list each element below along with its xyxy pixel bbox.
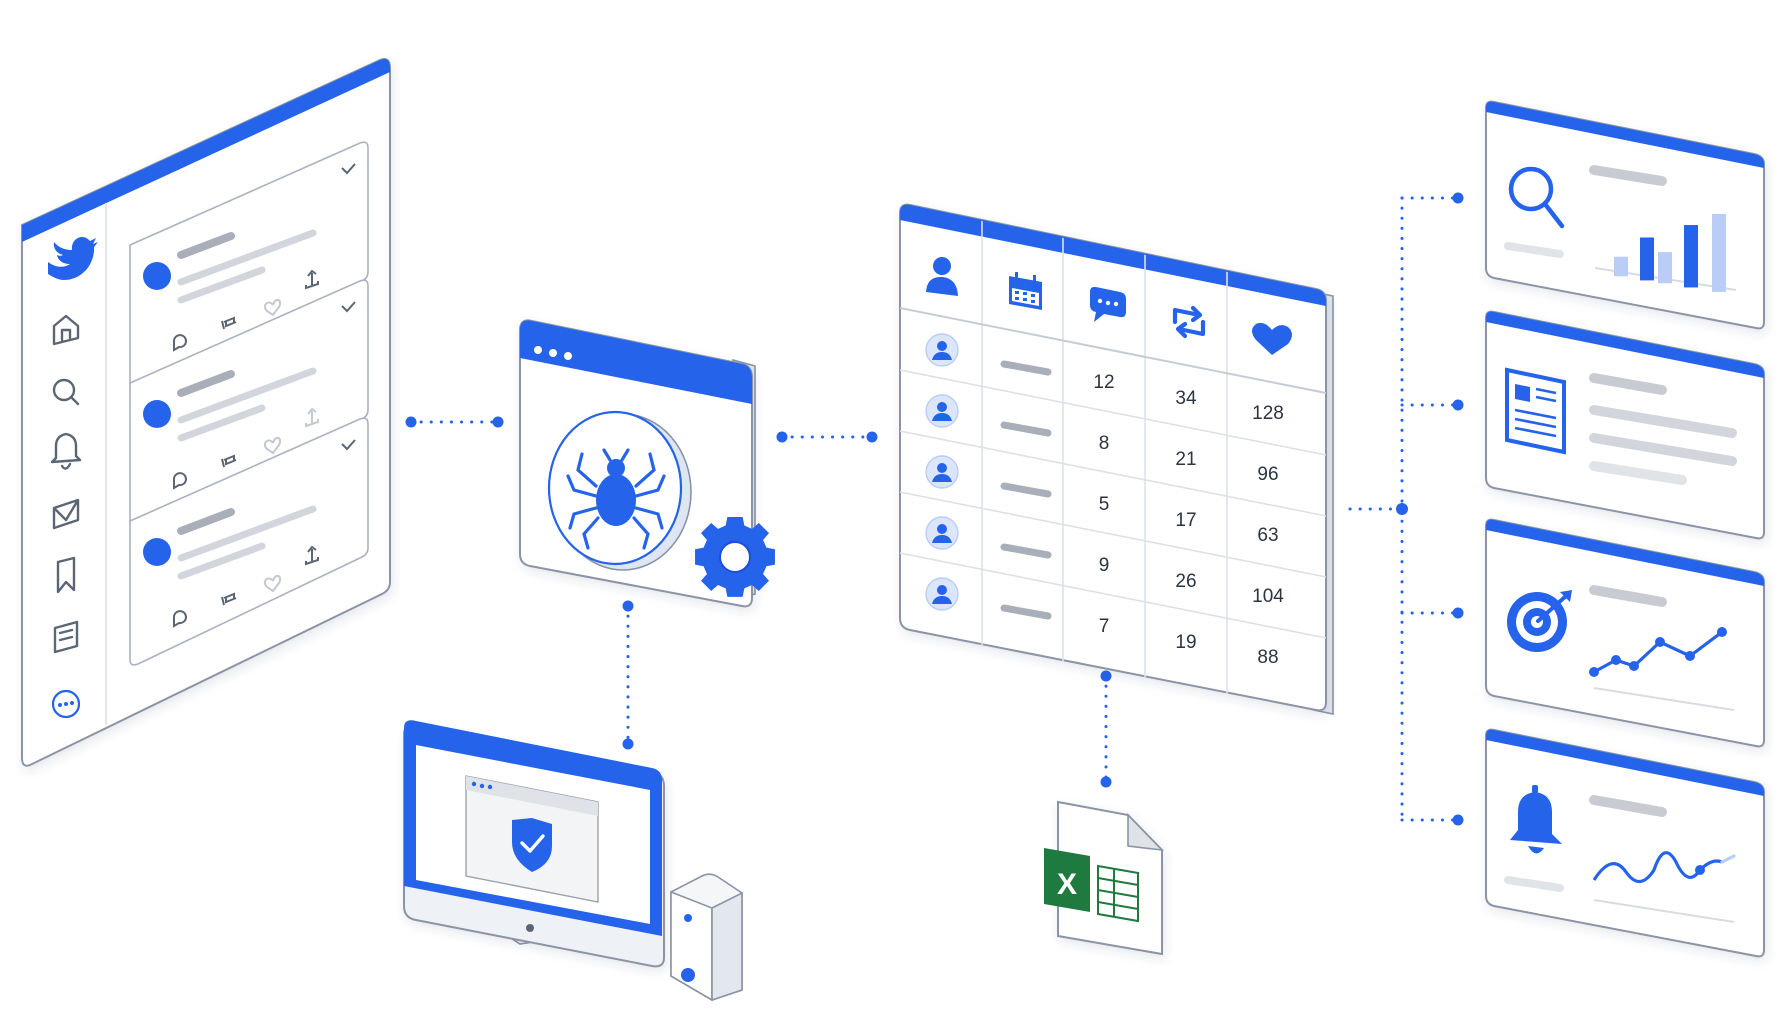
bar bbox=[1658, 252, 1672, 284]
table-row[interactable] bbox=[925, 333, 1052, 376]
excel-letter: X bbox=[1057, 868, 1077, 901]
like-icon[interactable] bbox=[263, 575, 282, 593]
bar bbox=[1684, 225, 1698, 288]
data-table: 12 34 128 8 21 96 5 17 63 9 26 104 7 19 … bbox=[899, 203, 1334, 715]
cell-replies: 7 bbox=[1099, 616, 1110, 637]
cell-likes: 63 bbox=[1257, 525, 1278, 546]
like-icon[interactable] bbox=[263, 299, 282, 317]
repost-icon bbox=[1172, 305, 1206, 339]
bar bbox=[1614, 256, 1628, 277]
table-row[interactable] bbox=[925, 394, 1052, 437]
table-row[interactable] bbox=[925, 516, 1052, 559]
spreadsheet-file-icon[interactable]: X bbox=[1044, 800, 1165, 956]
cell-replies: 9 bbox=[1099, 555, 1110, 576]
check-icon bbox=[341, 439, 356, 451]
bird-logo-icon bbox=[48, 237, 98, 280]
desktop-computer bbox=[403, 720, 743, 1002]
cell-likes: 96 bbox=[1257, 464, 1278, 485]
cell-reposts: 21 bbox=[1175, 449, 1196, 470]
feed-post[interactable] bbox=[129, 417, 369, 666]
like-icon[interactable] bbox=[263, 437, 282, 455]
connector-dots bbox=[405, 192, 1464, 826]
table-values: 12 34 128 8 21 96 5 17 63 9 26 104 7 19 … bbox=[1093, 372, 1284, 668]
table-row[interactable] bbox=[925, 455, 1052, 498]
reply-icon[interactable] bbox=[173, 472, 187, 490]
home-icon[interactable] bbox=[52, 314, 80, 346]
bar bbox=[1640, 237, 1654, 281]
reply-icon[interactable] bbox=[173, 334, 187, 352]
scraper-window bbox=[519, 319, 775, 608]
cell-likes: 104 bbox=[1252, 586, 1284, 607]
bell-icon[interactable] bbox=[50, 432, 82, 470]
insight-card-search[interactable] bbox=[1485, 100, 1765, 330]
cell-reposts: 26 bbox=[1175, 571, 1196, 592]
wave-chart bbox=[1592, 851, 1736, 923]
line-chart bbox=[1589, 627, 1735, 711]
share-icon[interactable] bbox=[305, 545, 319, 566]
bookmark-icon[interactable] bbox=[56, 556, 76, 594]
search-icon[interactable] bbox=[52, 378, 80, 406]
reply-icon[interactable] bbox=[173, 610, 187, 628]
share-icon[interactable] bbox=[305, 407, 319, 428]
cell-replies: 5 bbox=[1099, 494, 1110, 515]
share-icon[interactable] bbox=[305, 269, 319, 290]
cell-reposts: 34 bbox=[1175, 388, 1197, 409]
target-icon bbox=[1507, 590, 1572, 652]
computer-tower-icon bbox=[670, 873, 743, 1002]
repost-icon[interactable] bbox=[221, 316, 237, 330]
heart-icon bbox=[1252, 322, 1292, 355]
magnifier-icon bbox=[1508, 166, 1565, 229]
insight-card-target[interactable] bbox=[1485, 518, 1765, 748]
calendar-icon bbox=[1009, 272, 1042, 310]
cell-reposts: 19 bbox=[1175, 632, 1196, 653]
comment-icon bbox=[1090, 286, 1126, 322]
connectors bbox=[409, 196, 1460, 822]
mail-icon[interactable] bbox=[52, 498, 80, 530]
cell-likes: 88 bbox=[1257, 647, 1278, 668]
user-icon bbox=[926, 257, 958, 296]
insight-card-alert[interactable] bbox=[1485, 728, 1765, 958]
cell-likes: 128 bbox=[1252, 403, 1284, 424]
check-icon bbox=[341, 163, 356, 175]
list-icon[interactable] bbox=[53, 620, 79, 654]
cell-replies: 12 bbox=[1093, 372, 1114, 393]
table-grid bbox=[900, 204, 1327, 710]
cell-reposts: 17 bbox=[1175, 510, 1196, 531]
cell-replies: 8 bbox=[1099, 433, 1110, 454]
bell-alert-icon bbox=[1510, 785, 1562, 854]
table-row[interactable] bbox=[925, 577, 1052, 620]
repost-icon[interactable] bbox=[221, 454, 237, 468]
document-icon bbox=[1505, 367, 1566, 455]
social-feed-panel bbox=[21, 58, 391, 767]
feed-post[interactable] bbox=[129, 279, 369, 528]
check-icon bbox=[341, 301, 356, 313]
repost-icon[interactable] bbox=[221, 592, 237, 606]
shield-check-icon bbox=[512, 818, 552, 872]
spider-icon bbox=[566, 448, 666, 550]
bar-chart bbox=[1614, 213, 1726, 292]
insight-card-document[interactable] bbox=[1485, 310, 1765, 540]
bar bbox=[1712, 213, 1726, 292]
gear-icon[interactable] bbox=[695, 517, 775, 597]
more-icon[interactable] bbox=[51, 689, 81, 719]
